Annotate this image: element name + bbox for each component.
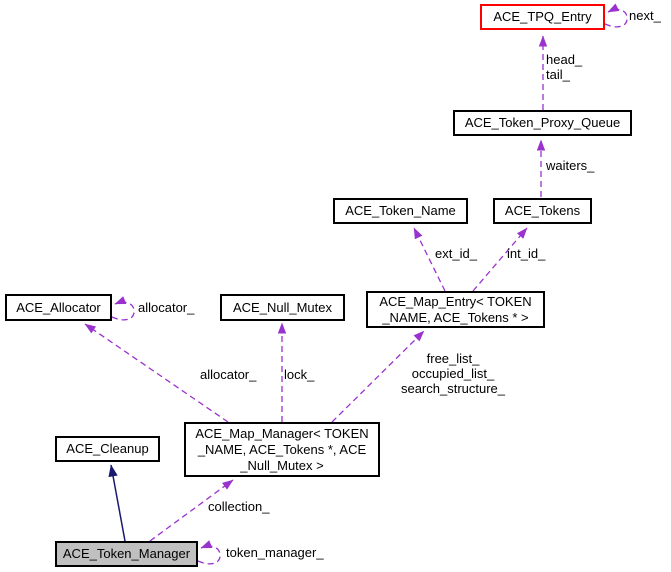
node-ace-tpq-entry[interactable]: ACE_TPQ_Entry (480, 4, 605, 30)
node-ace-map-entry[interactable]: ACE_Map_Entry< TOKEN _NAME, ACE_Tokens *… (366, 291, 545, 328)
edge-map-lists (331, 330, 425, 423)
node-ace-tokens[interactable]: ACE_Tokens (493, 198, 592, 224)
node-ace-cleanup[interactable]: ACE_Cleanup (55, 436, 160, 462)
edge-token-manager-self-loop (197, 540, 221, 565)
edge-label-collection: collection_ (208, 499, 270, 514)
edge-label-token-manager: token_manager_ (226, 545, 324, 560)
edge-label-waiters: waiters_ (546, 158, 595, 173)
node-ace-token-proxy-queue[interactable]: ACE_Token_Proxy_Queue (453, 110, 632, 136)
edge-allocator (84, 323, 229, 423)
edge-label-lock: lock_ (284, 367, 315, 382)
edge-inheritance-cleanup (108, 464, 126, 542)
edge-allocator-self-loop (111, 296, 135, 321)
edge-ext-id (413, 227, 446, 292)
node-ace-allocator[interactable]: ACE_Allocator (5, 294, 112, 321)
edge-label-allocator: allocator_ (200, 367, 257, 382)
edge-int-id (472, 227, 528, 292)
edge-next-self-loop (604, 3, 628, 28)
edge-label-head-tail: head_ tail_ (546, 52, 583, 82)
node-ace-map-manager[interactable]: ACE_Map_Manager< TOKEN _NAME, ACE_Tokens… (184, 422, 380, 477)
edge-label-map-lists: free_list_ occupied_list_ search_structu… (400, 351, 506, 396)
edge-label-ext-id: ext_id_ (435, 246, 477, 261)
edge-label-int-id: int_id_ (507, 246, 546, 261)
edge-label-next: next_ (629, 8, 661, 23)
node-ace-token-manager[interactable]: ACE_Token_Manager (55, 541, 198, 567)
node-ace-token-name[interactable]: ACE_Token_Name (333, 198, 468, 224)
node-ace-null-mutex[interactable]: ACE_Null_Mutex (220, 294, 345, 321)
edge-label-allocator-self: allocator_ (138, 300, 195, 315)
edge-collection (149, 479, 234, 542)
